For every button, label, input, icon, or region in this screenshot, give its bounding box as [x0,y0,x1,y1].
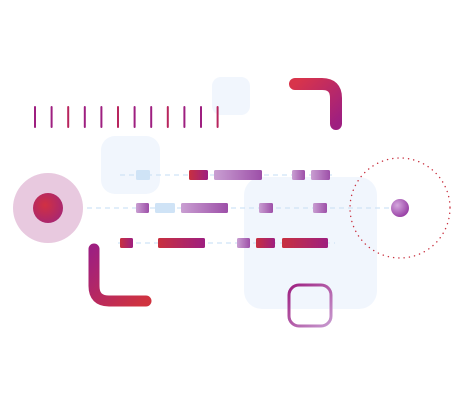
data-row-2 [136,203,327,213]
rounded-square-icon [287,283,333,328]
data-row-3 [120,238,328,248]
source-node-icon [13,173,83,243]
target-node-icon [349,157,451,259]
small-panel [212,77,250,115]
selection-bracket-bottom-icon [88,243,152,307]
selection-bracket-icon [289,78,342,130]
left-panel [101,136,160,194]
tick-marks [34,106,219,128]
data-row-1 [136,170,330,180]
